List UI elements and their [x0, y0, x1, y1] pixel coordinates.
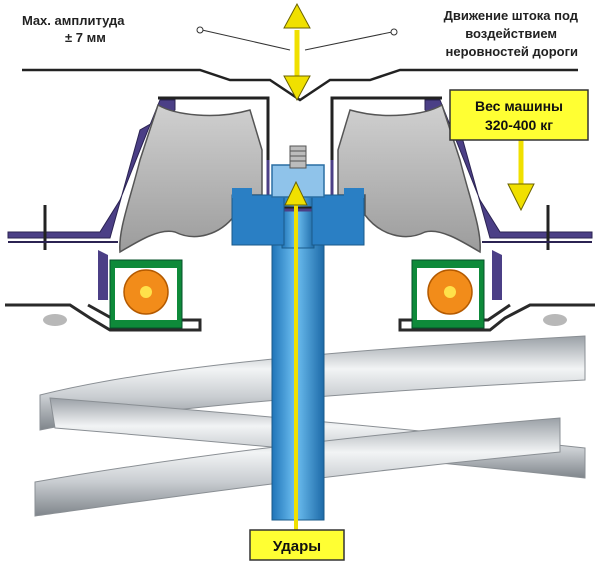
- car-weight-box-bg: [449, 89, 589, 141]
- bearing-ball-highlight-right: [444, 286, 456, 298]
- amplitude-label-line2: ± 7 мм: [65, 30, 106, 45]
- impacts-arrow: [284, 180, 308, 530]
- bearing-shield-right: [492, 250, 502, 300]
- bushing-right: [311, 194, 365, 246]
- lower-seat-shadow-right: [543, 314, 567, 326]
- impacts-box-bg: [249, 529, 345, 561]
- leader-lines: [196, 26, 398, 51]
- bearing-left: [109, 259, 183, 329]
- impacts-label: Удары: [273, 538, 321, 555]
- impacts-box: Удары: [249, 529, 345, 561]
- car-weight-box: Вес машины 320-400 кг: [449, 89, 589, 141]
- amplitude-label-line1: Max. амплитуда: [22, 13, 125, 28]
- amplitude-leader-dot: [196, 26, 204, 34]
- weight-arrow: [507, 140, 535, 212]
- rubber-mount: [119, 96, 481, 254]
- arrow-up-head: [283, 2, 311, 29]
- bearing-ball-highlight-left: [140, 286, 152, 298]
- rod-motion-label-line3: неровностей дороги: [446, 44, 579, 59]
- rubber-left: [119, 103, 263, 254]
- car-weight-label-line2: 320-400 кг: [485, 117, 553, 133]
- bearing-right: [411, 259, 485, 329]
- rod-motion-label-line1: Движение штока под: [444, 8, 579, 23]
- impacts-arrow-head: [284, 180, 308, 206]
- bearing-shield-left: [98, 250, 108, 300]
- amplitude-leader: [201, 29, 291, 51]
- rod-bushing: [231, 188, 365, 246]
- rod-motion-label-line2: воздействием: [465, 26, 557, 41]
- car-weight-label-line1: Вес машины: [475, 98, 563, 114]
- rod-motion-leader-dot: [390, 28, 398, 36]
- bushing-left: [231, 194, 285, 246]
- bushing-core-right: [344, 188, 364, 198]
- lower-seat-shadow-left: [43, 314, 67, 326]
- arrow-down-head: [283, 75, 311, 102]
- upper-plate-outline: [22, 68, 578, 102]
- rubber-right: [337, 103, 481, 254]
- rod-thread: [289, 145, 307, 169]
- bushing-core-left: [232, 188, 252, 198]
- rod-motion-leader: [304, 31, 393, 51]
- cup-inner: [266, 160, 334, 212]
- rod-motion-arrow: [283, 2, 311, 102]
- weight-arrow-head: [507, 183, 535, 212]
- upper-cap: [158, 96, 442, 210]
- rod-nut: [271, 145, 325, 198]
